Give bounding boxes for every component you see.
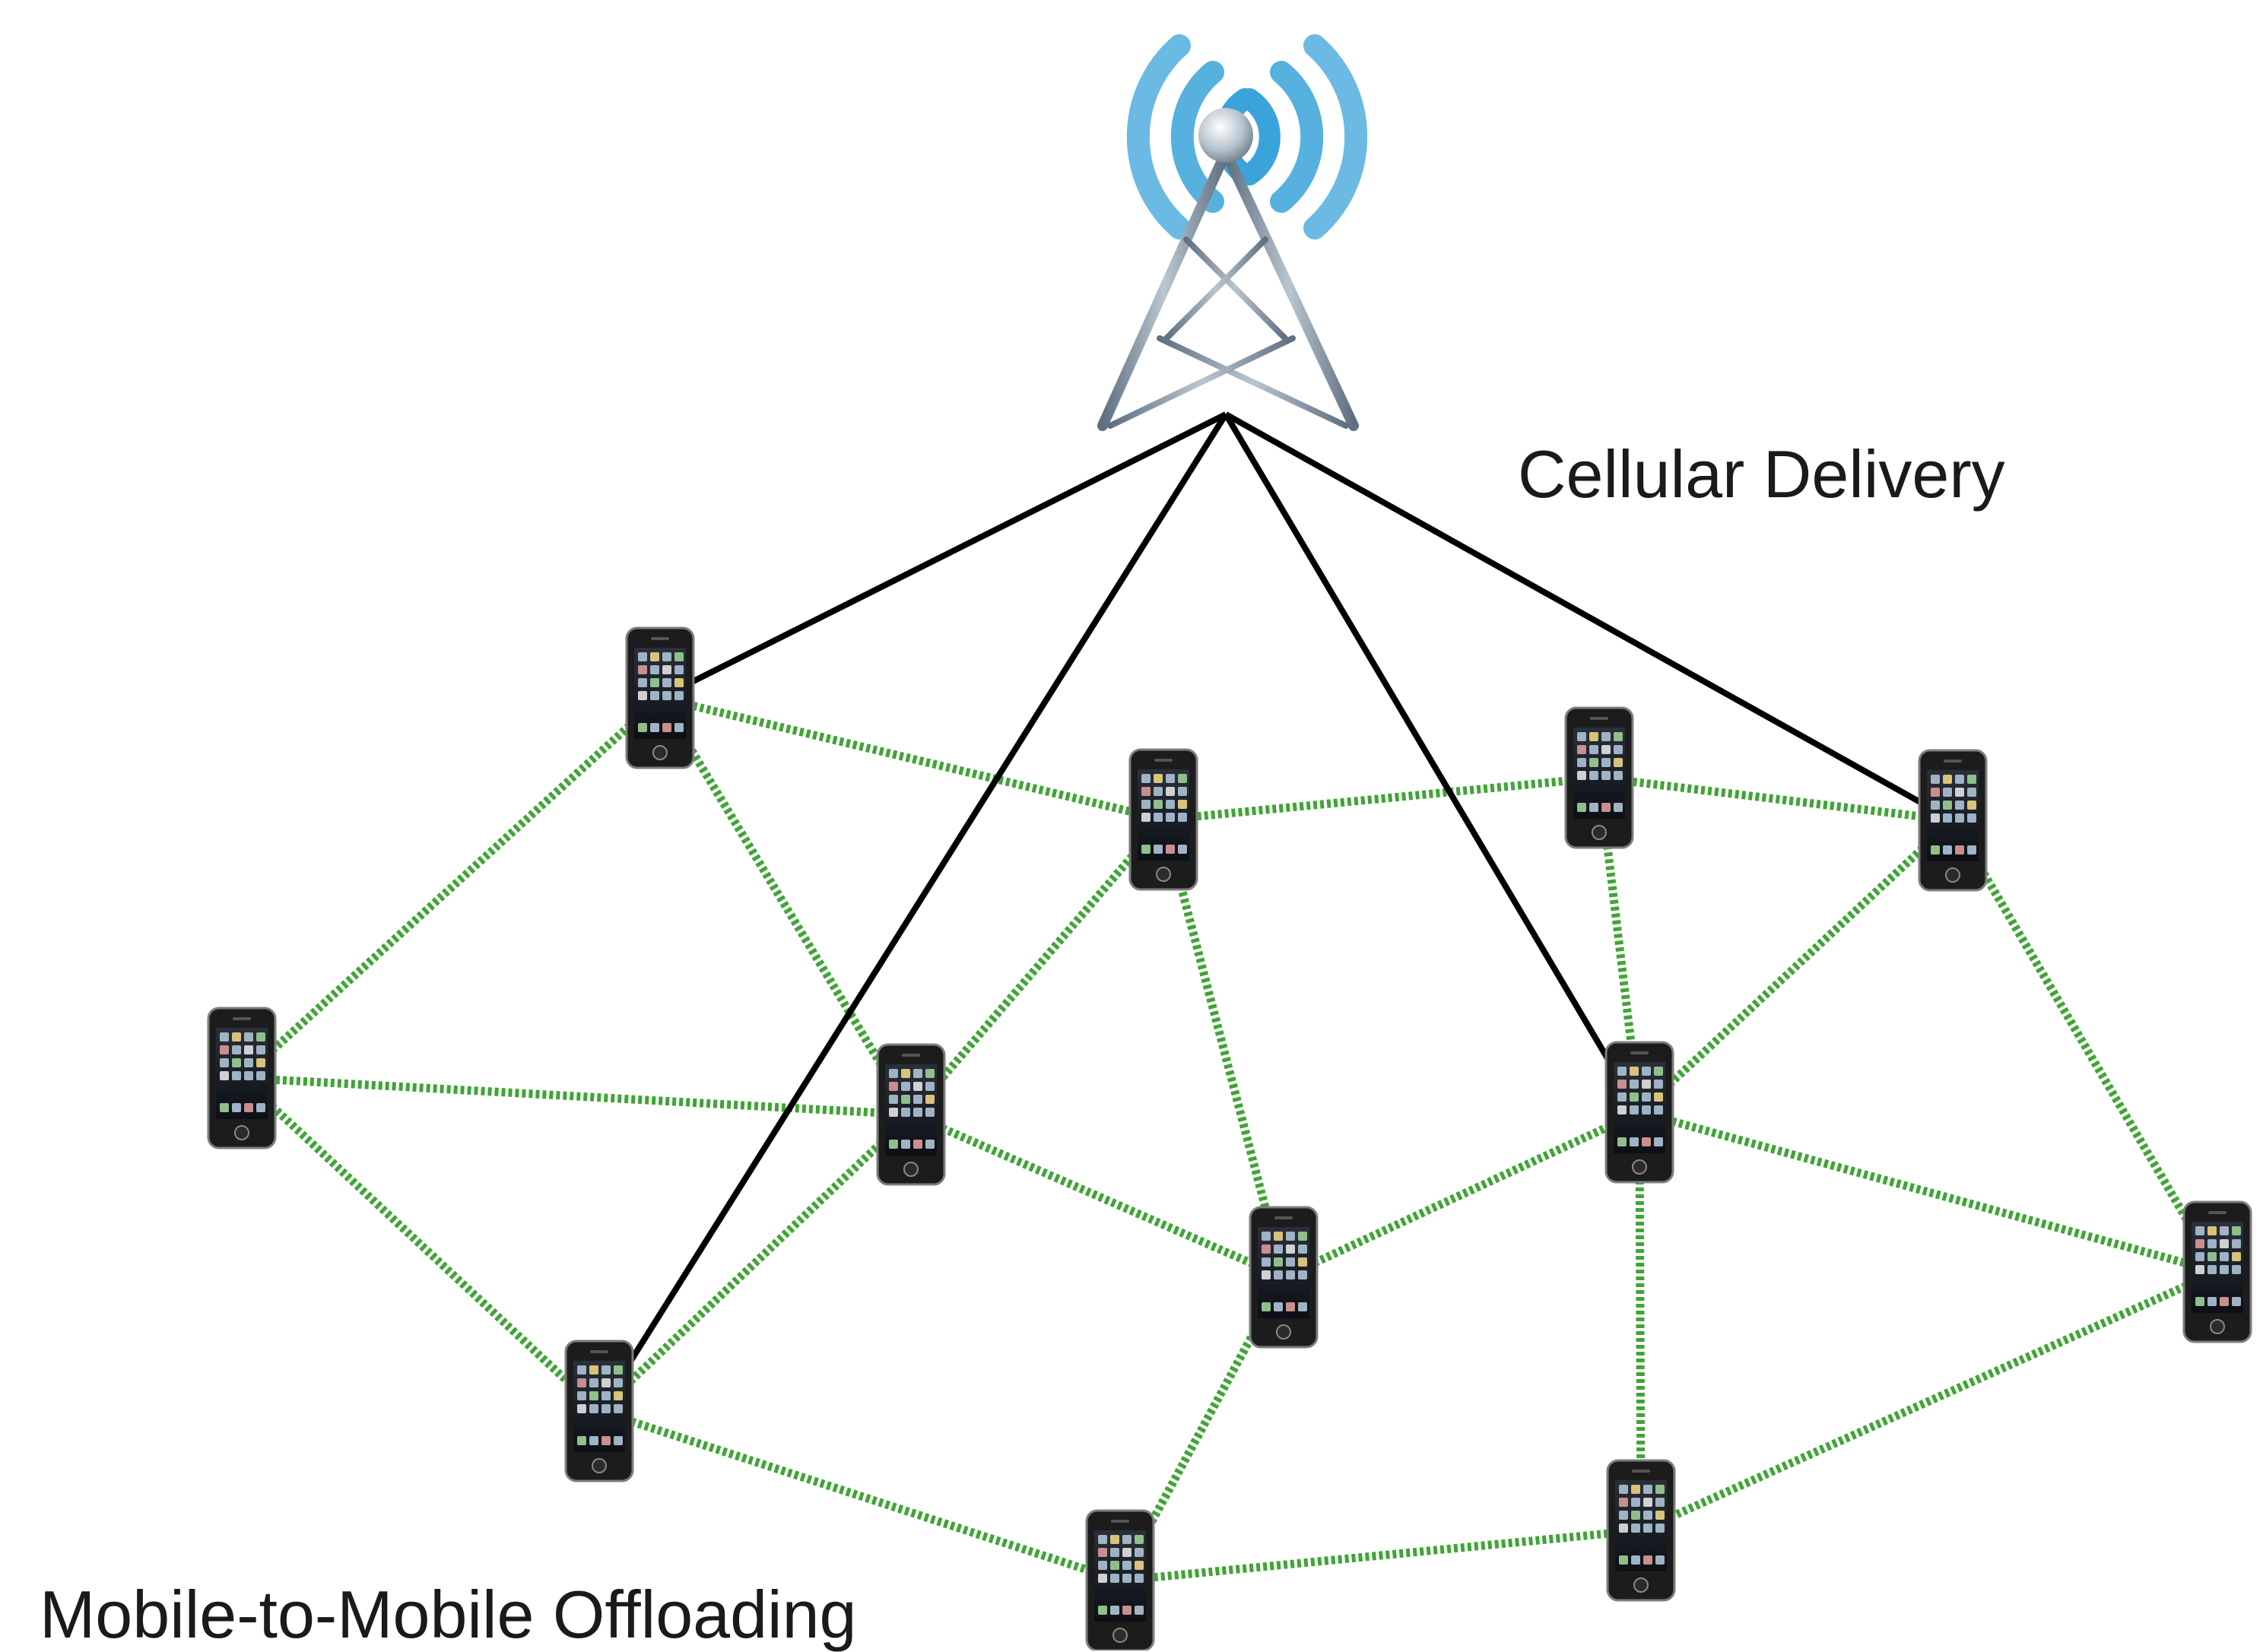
m2m-link-p2-p3: [1163, 773, 1600, 824]
mobile-to-mobile-offloading-label: Mobile-to-Mobile Offloading: [40, 1577, 857, 1652]
m2m-link-p2-p8: [1159, 818, 1288, 1279]
smartphone-icon: [1604, 1041, 1674, 1184]
m2m-link-p11-p12: [1119, 1526, 1642, 1585]
m2m-link-p1-p2: [659, 693, 1165, 824]
m2m-link-p1-p5: [239, 694, 663, 1082]
smartphone-icon: [876, 1043, 946, 1186]
m2m-link-p4-p9: [1636, 816, 1956, 1116]
cell-tower-icon: [1097, 34, 1368, 431]
m2m-link-p1-p7: [656, 696, 915, 1117]
m2m-link-p5-p6: [239, 1074, 602, 1415]
m2m-link-p7-p6: [596, 1111, 914, 1414]
cellular-link-p9: [1223, 412, 1642, 1115]
smartphone-icon: [625, 626, 695, 769]
mobile-devices: [207, 626, 2252, 1650]
smartphone-icon: [1918, 749, 1988, 892]
smartphone-icon: [564, 1340, 634, 1482]
smartphone-icon: [2182, 1200, 2252, 1343]
smartphone-icon: [1249, 1206, 1319, 1349]
m2m-link-p7-p8: [909, 1110, 1286, 1282]
smartphone-icon: [1128, 748, 1198, 891]
smartphone-icon: [1606, 1459, 1676, 1602]
m2m-link-p10-p12: [1639, 1267, 2220, 1535]
m2m-link-p4-p10: [1949, 818, 2221, 1274]
m2m-link-p5-p7: [241, 1073, 912, 1119]
m2m-link-p2-p7: [907, 816, 1167, 1118]
cellular-delivery-label: Cellular Delivery: [1518, 436, 2005, 512]
m2m-link-p6-p11: [598, 1406, 1122, 1585]
cellular-link-p4: [1224, 411, 1954, 823]
cellular-link-p1: [659, 411, 1227, 701]
smartphone-icon: [207, 1007, 277, 1149]
m2m-link-p8-p9: [1281, 1108, 1642, 1281]
cellular-link-p6: [596, 412, 1229, 1413]
m2m-link-p3-p4: [1598, 773, 1954, 825]
smartphone-icon: [1085, 1509, 1155, 1650]
m2m-link-p9-p10: [1638, 1108, 2219, 1276]
cellular-links: [596, 411, 1954, 1413]
smartphone-icon: [1564, 706, 1634, 849]
